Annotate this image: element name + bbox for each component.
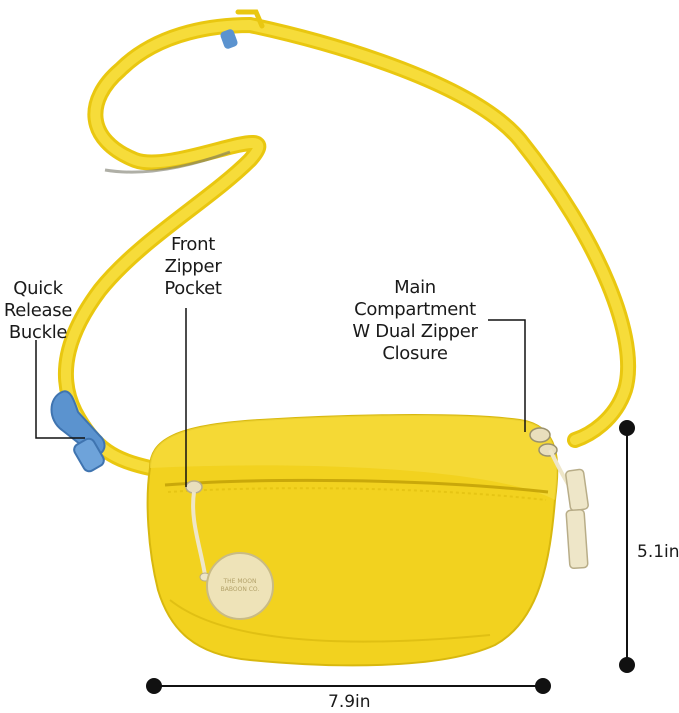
callout-line: Closure [382,343,448,364]
callout-lines [35,308,526,487]
patch-text: THE MOON BABOON CO. [220,578,260,593]
main-zipper-pulls [529,427,589,570]
front-pocket-callout: Front Zipper Pocket [155,234,231,300]
height-label: 5.1in [637,542,679,562]
width-dimension [146,678,551,694]
callout-line: Buckle [8,322,68,343]
brand-patch: THE MOON BABOON CO. [206,552,274,620]
bag-body [146,414,559,667]
buckle [50,390,106,473]
callout-line: Quick [13,278,63,299]
callout-line: Compartment [354,299,476,320]
callout-line: Pocket [164,278,222,299]
buckle-callout: Quick Release Buckle [3,278,73,344]
callout-line: Release [3,300,73,321]
height-dimension [619,420,635,673]
main-compartment-leader [488,319,526,432]
width-label: 7.9in [328,692,371,712]
callout-line: W Dual Zipper [352,321,478,342]
main-compartment-callout: Main Compartment W Dual Zipper Closure [345,277,485,365]
callout-line: Front [170,234,216,255]
strap [57,9,637,476]
callout-line: Main [394,277,436,298]
callout-line: Zipper [164,256,222,277]
buckle-leader [35,340,85,439]
